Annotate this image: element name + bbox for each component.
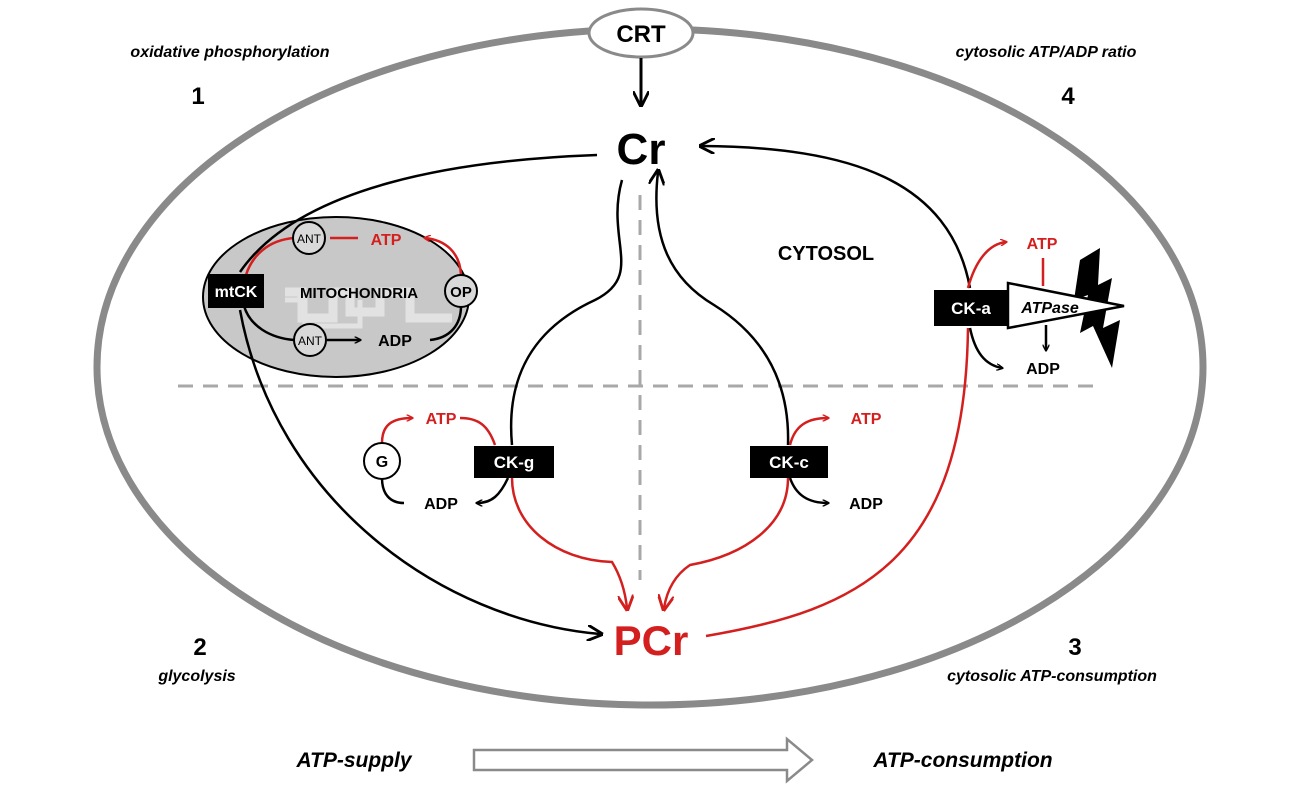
ckc-atp-arrow xyxy=(788,418,828,446)
quadrant-4-caption: cytosolic ATP/ADP ratio xyxy=(956,44,1137,61)
atpase-label: ATPase xyxy=(1020,300,1079,317)
op-to-atp-arrow xyxy=(425,238,463,276)
cr-to-ckg-arrow xyxy=(509,179,624,446)
ckg-adp-arrow xyxy=(477,477,510,503)
glyco-adp-label: ADP xyxy=(424,496,458,513)
quadrant-1-caption: oxidative phosphorylation xyxy=(130,44,329,61)
cka-adp-arrow xyxy=(968,327,1002,368)
pcr-label: PCr xyxy=(614,617,689,664)
op-label: OP xyxy=(450,284,472,301)
quadrant-3-number: 3 xyxy=(1068,634,1081,661)
quadrant-3-caption: cytosolic ATP-consumption xyxy=(947,668,1157,685)
op-complex xyxy=(444,274,478,308)
ant-to-mtck-arrow xyxy=(244,236,295,276)
ckg-atp-arrow xyxy=(459,416,497,446)
cka-atp-label: ATP xyxy=(1027,236,1058,253)
mtck-label: mtCK xyxy=(215,284,258,301)
ckc-atp-label: ATP xyxy=(851,411,882,428)
ant-bottom-label: ANT xyxy=(298,334,323,348)
glyco-atp-label: ATP xyxy=(426,411,457,428)
ckg-to-pcr-arrow xyxy=(510,477,627,608)
quadrant-1-number: 1 xyxy=(191,83,204,110)
glycolysis-node xyxy=(363,442,401,480)
footer-supply-label: ATP-supply xyxy=(295,749,412,772)
mtck-to-pcr-arrow xyxy=(238,309,600,634)
cka-atp-arrow xyxy=(966,242,1006,289)
cka-box xyxy=(934,290,1008,326)
crt-transporter xyxy=(587,7,695,59)
pcr-to-ckc-arrow xyxy=(664,477,790,608)
ckc-to-cr-arrow xyxy=(656,172,790,446)
cr-label: Cr xyxy=(617,125,666,174)
mitochondria-label: MITOCHONDRIA xyxy=(300,285,418,302)
mito-adp-label: ADP xyxy=(378,333,412,350)
cka-to-cr-arrow xyxy=(702,146,972,289)
pcr-to-cka-arrow xyxy=(705,327,970,638)
g-to-atp-arrow xyxy=(380,418,412,444)
crt-label: CRT xyxy=(616,21,666,48)
ckc-box xyxy=(750,446,828,478)
supply-to-consumption-arrow xyxy=(472,736,814,784)
ant-top-label: ANT xyxy=(297,232,322,246)
cka-label: CK-a xyxy=(951,299,991,318)
glycolysis-g-label: G xyxy=(376,454,388,471)
cytosol-label: CYTOSOL xyxy=(778,243,874,265)
mitochondrial-cristae xyxy=(285,287,452,323)
ckg-box xyxy=(474,446,554,478)
quadrant-4-number: 4 xyxy=(1061,83,1075,110)
mito-atp-label: ATP xyxy=(371,232,402,249)
ckc-label: CK-c xyxy=(769,453,809,472)
quadrant-2-number: 2 xyxy=(193,634,206,661)
mtck-to-ant-adp-arrow xyxy=(242,305,295,342)
quadrant-2-caption: glycolysis xyxy=(157,668,235,685)
cka-adp-label: ADP xyxy=(1026,361,1060,378)
mtck-box xyxy=(208,274,264,308)
ckc-adp-label: ADP xyxy=(849,496,883,513)
adp-to-op-arrow xyxy=(429,305,463,342)
footer-consumption-label: ATP-consumption xyxy=(872,749,1052,772)
ant-transporter-bottom xyxy=(293,323,327,357)
ant-transporter-top xyxy=(292,221,326,255)
cr-to-mtck-arrow xyxy=(238,153,598,273)
ckc-adp-arrow xyxy=(788,477,828,503)
adp-to-g-arrow xyxy=(380,477,405,505)
ckg-label: CK-g xyxy=(494,453,535,472)
